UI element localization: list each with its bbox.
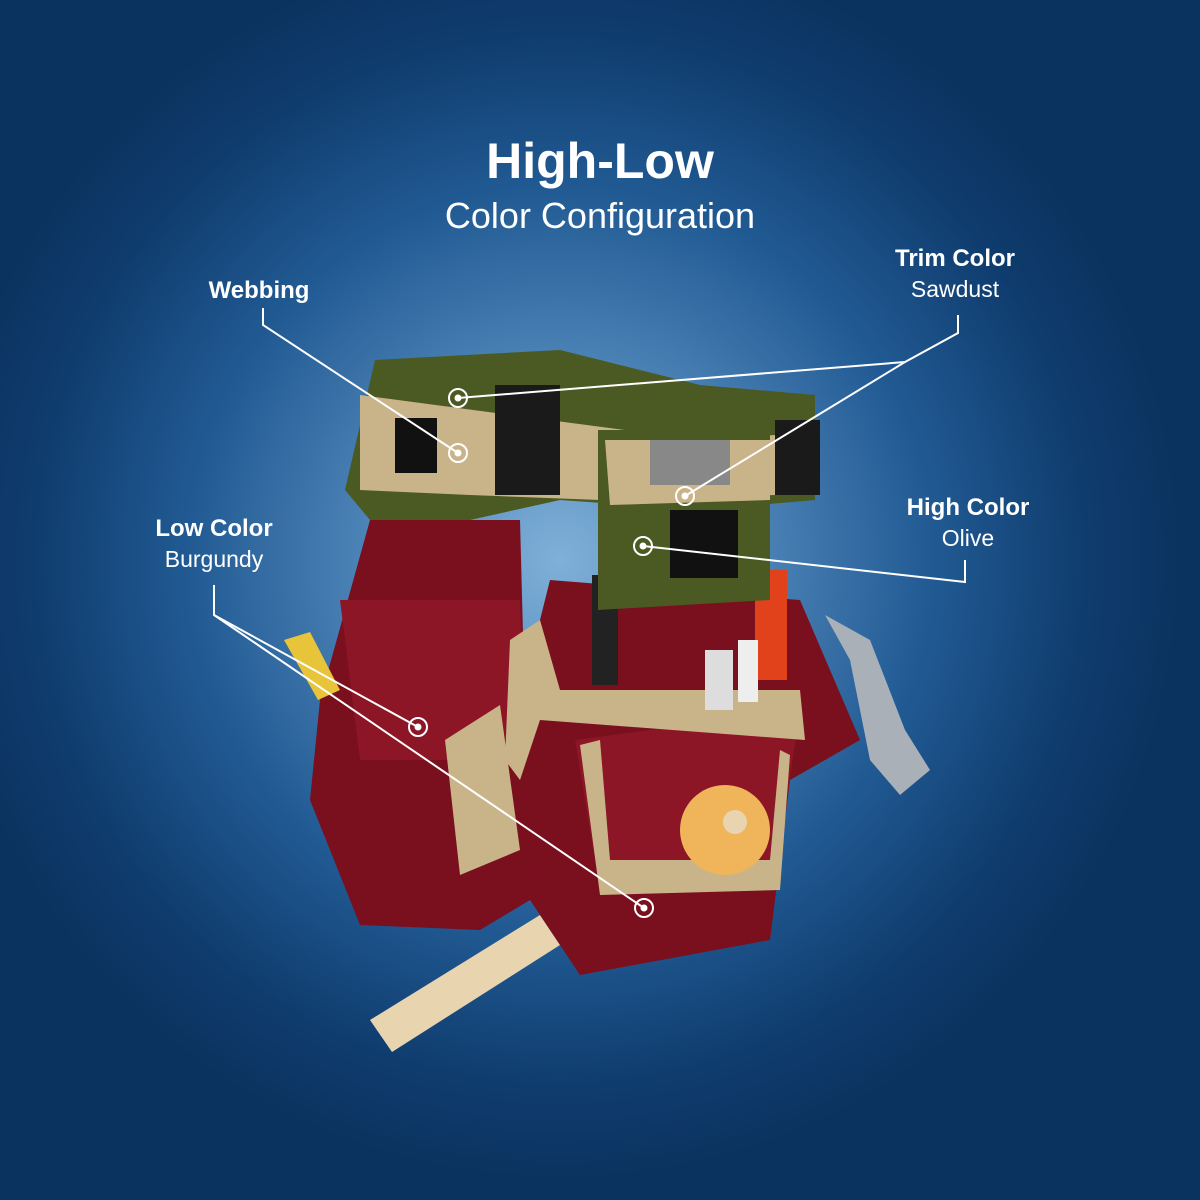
- left-pouch: [284, 520, 530, 930]
- right-pouch: [505, 570, 930, 975]
- marker-low-left: [408, 717, 428, 737]
- marker-low-right: [634, 898, 654, 918]
- callout-webbing: Webbing: [209, 276, 310, 306]
- callout-low-value: Burgundy: [164, 546, 264, 572]
- hammer-handle: [370, 915, 560, 1052]
- callout-high: High Color Olive: [907, 493, 1030, 553]
- callout-trim: Trim Color Sawdust: [895, 244, 1015, 304]
- callout-lines: [213, 308, 966, 909]
- callout-markers: [408, 388, 695, 918]
- callout-high-heading: High Color: [906, 494, 1030, 521]
- marker-webbing-lower: [448, 443, 468, 463]
- olive-belt: [345, 350, 820, 610]
- marker-trim: [675, 486, 695, 506]
- page-subtitle: Color Configuration: [444, 195, 756, 236]
- callout-webbing-heading: Webbing: [208, 277, 310, 304]
- marker-webbing-upper: [448, 388, 468, 408]
- callout-low: Low Color Burgundy: [155, 514, 272, 574]
- callout-high-value: Olive: [941, 525, 995, 551]
- callout-low-heading: Low Color: [155, 515, 273, 542]
- callout-trim-value: Sawdust: [910, 276, 1000, 302]
- callout-trim-heading: Trim Color: [894, 245, 1016, 272]
- marker-high: [633, 536, 653, 556]
- page-title: High-Low: [486, 133, 714, 189]
